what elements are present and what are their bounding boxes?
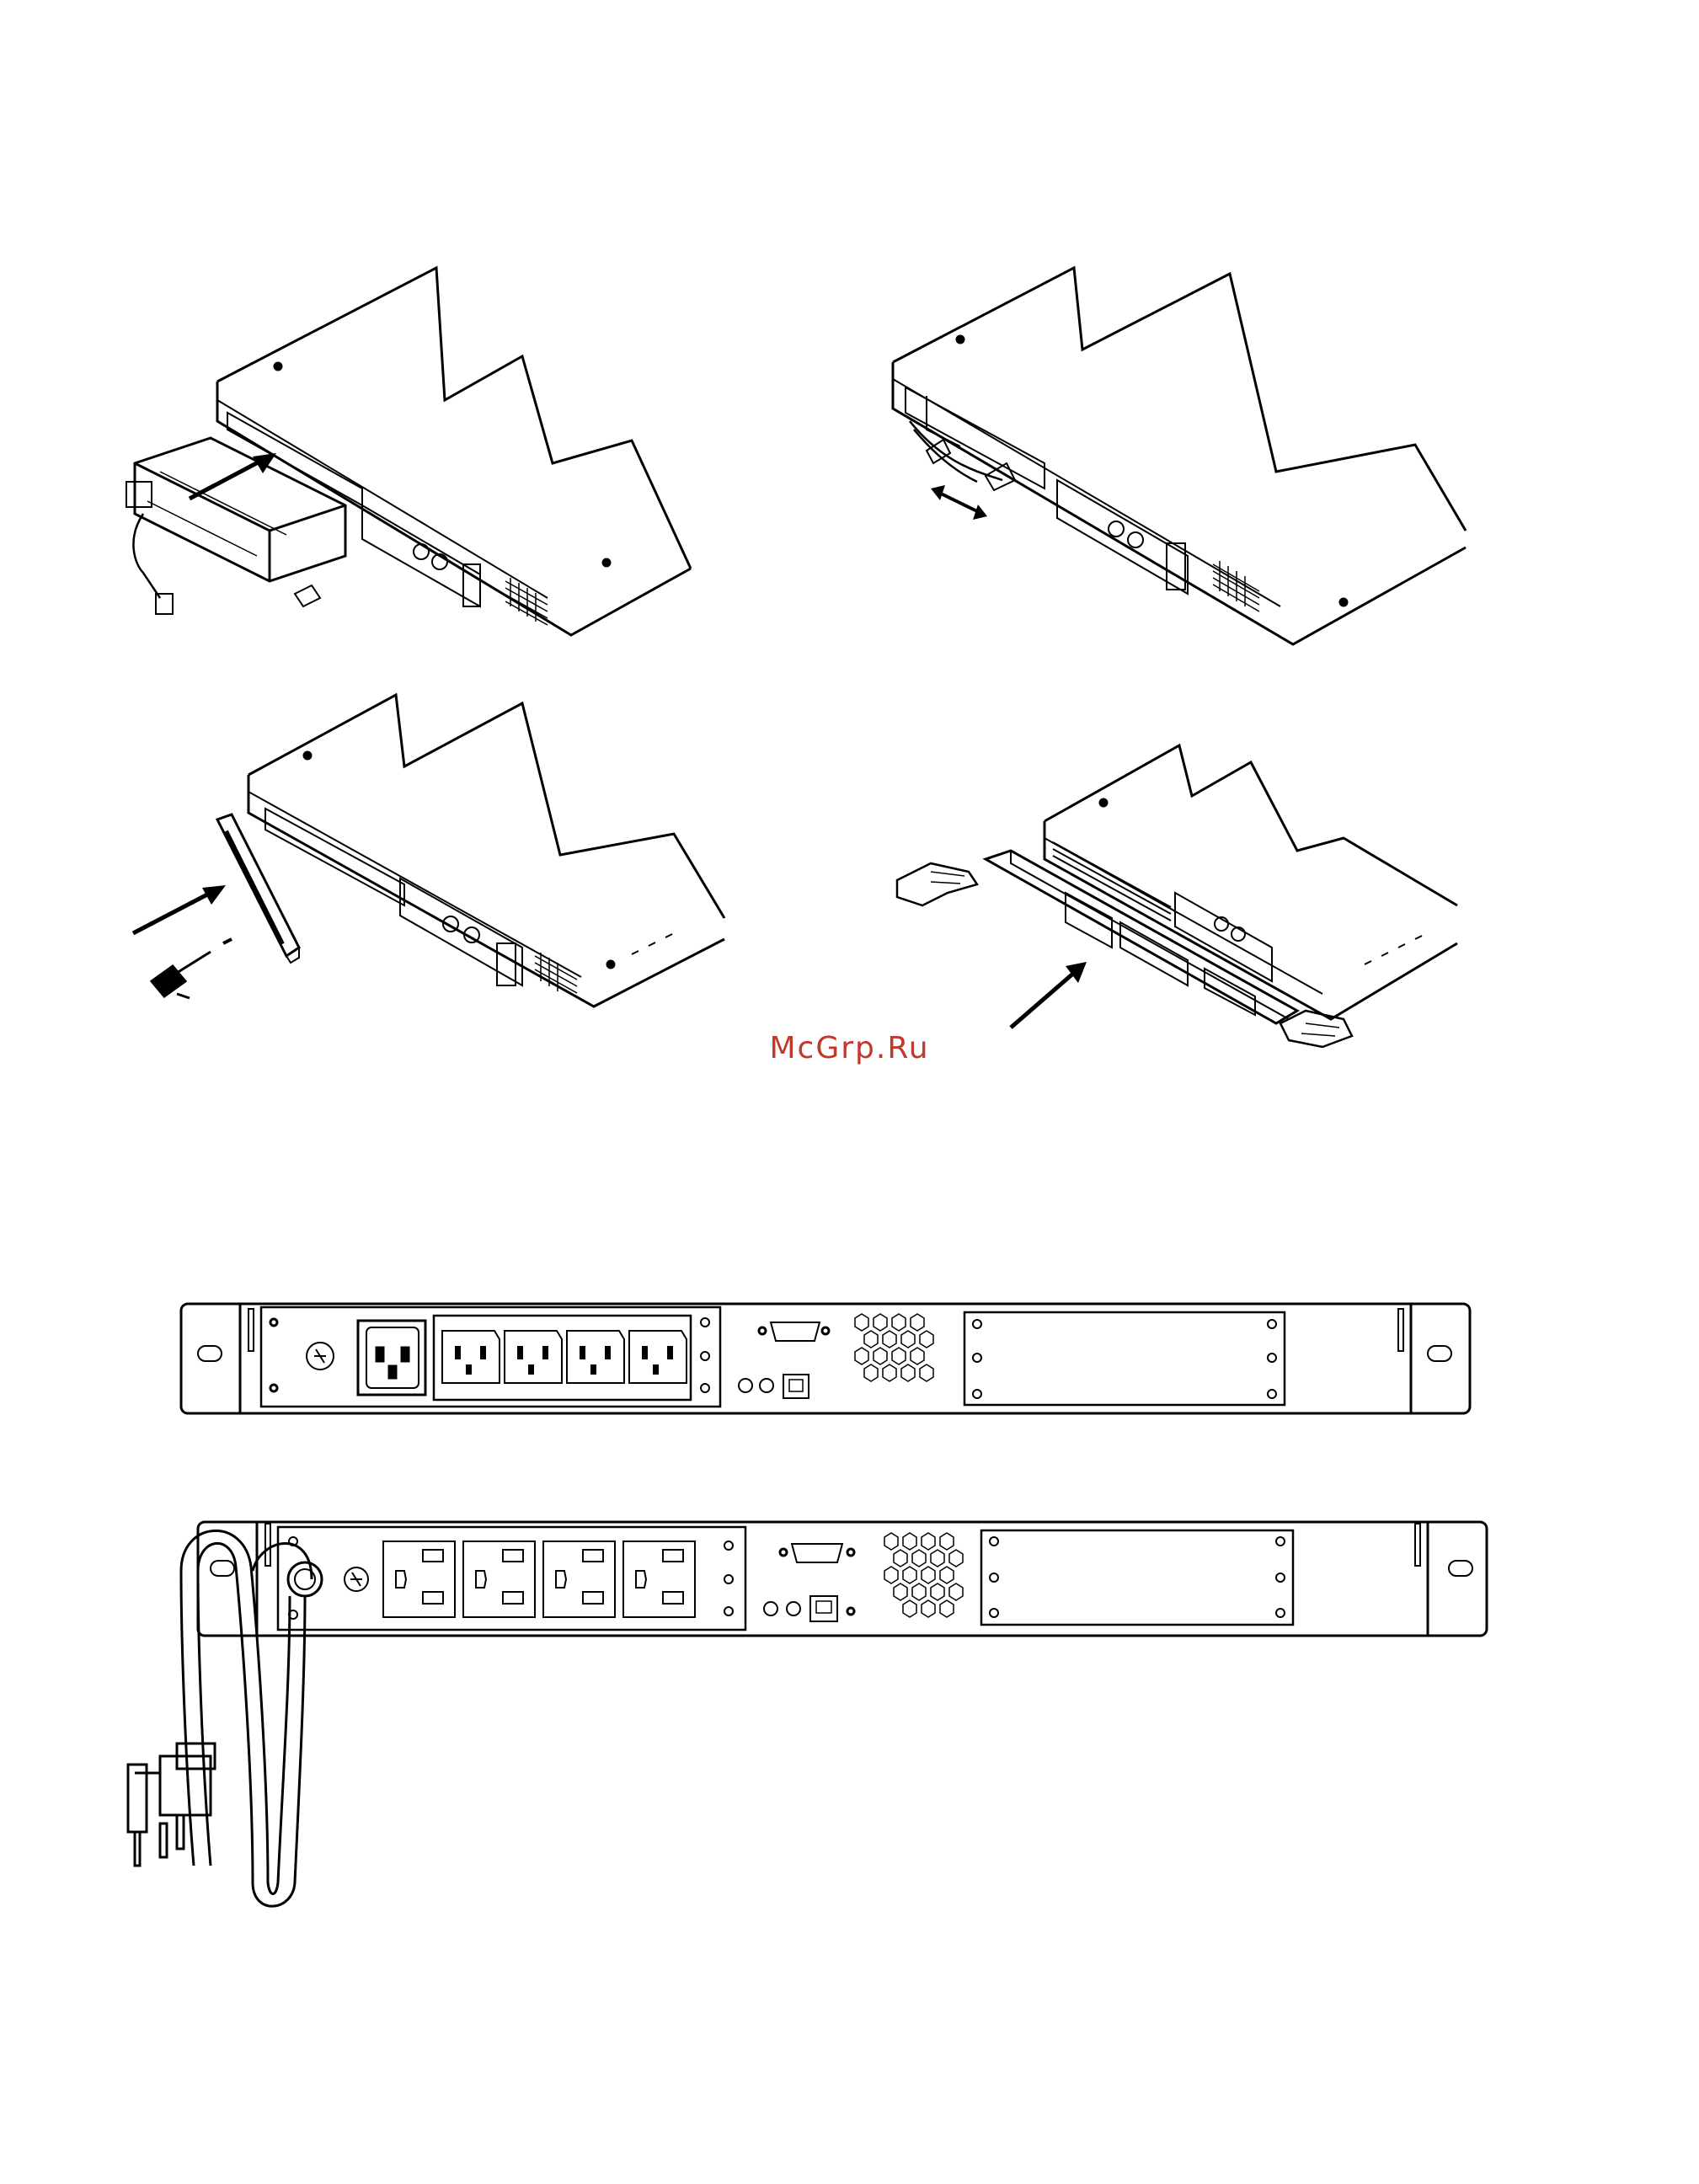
rear-panel-iec-figure bbox=[181, 1297, 1470, 1415]
hex-vent-grid-2 bbox=[884, 1533, 963, 1617]
battery-insert-figure bbox=[110, 261, 699, 649]
battery-bracket-figure bbox=[126, 695, 733, 1032]
watermark-text: McGrp.Ru bbox=[0, 1031, 1699, 1065]
rear-panel-nema-drawing bbox=[110, 1512, 1499, 1933]
plug-icon bbox=[128, 1743, 215, 1866]
hex-vent-grid bbox=[855, 1314, 933, 1381]
battery-connect-drawing bbox=[876, 261, 1483, 649]
battery-connect-figure bbox=[876, 261, 1483, 649]
battery-bracket-drawing bbox=[126, 695, 733, 1032]
power-cord bbox=[181, 1530, 312, 1906]
rear-panel-iec-drawing bbox=[181, 1297, 1470, 1415]
rear-panel-nema-figure bbox=[110, 1512, 1499, 1933]
front-bezel-drawing bbox=[884, 695, 1474, 1074]
battery-insert-drawing bbox=[110, 261, 699, 649]
front-bezel-figure bbox=[884, 695, 1474, 1074]
